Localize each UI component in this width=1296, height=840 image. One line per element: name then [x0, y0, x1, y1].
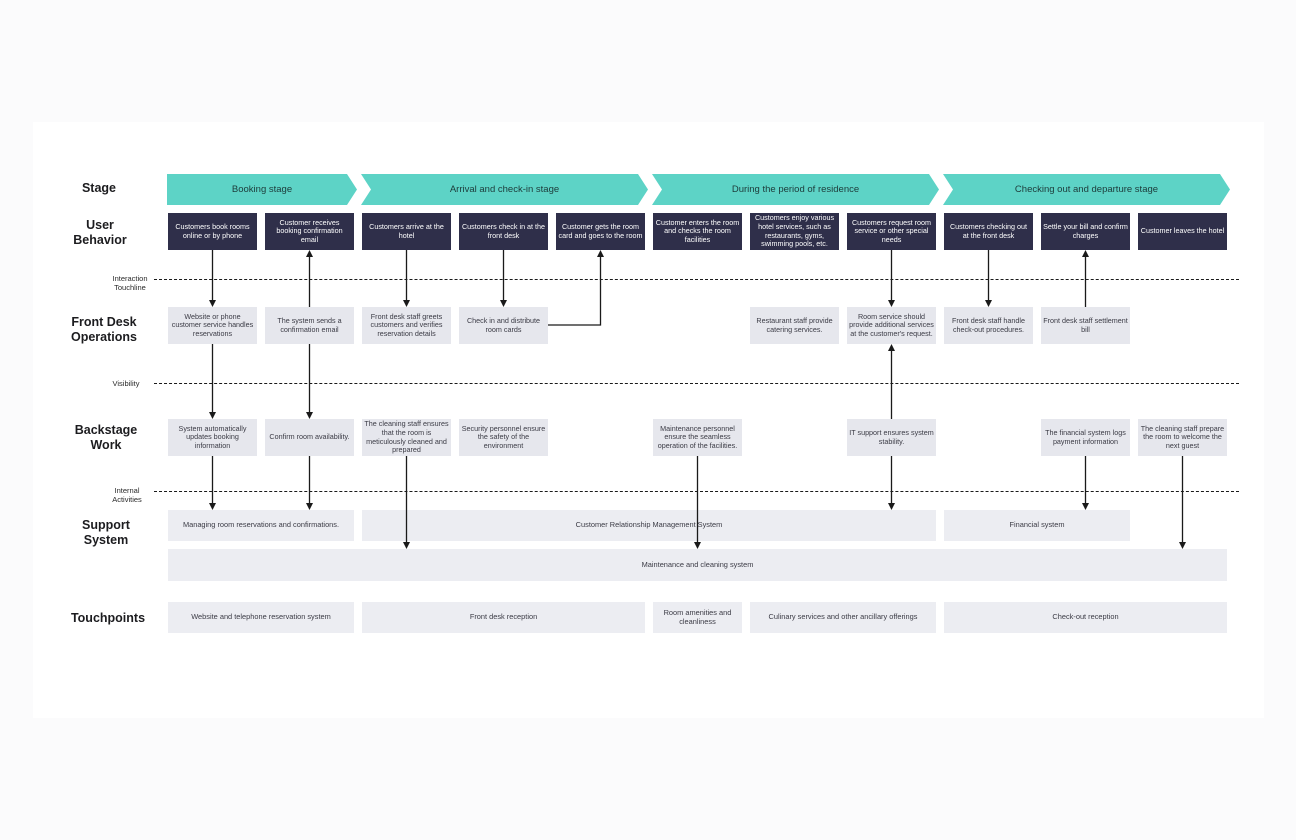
- line-label-text: Activities: [112, 495, 142, 504]
- front-desk-card: Restaurant staff provide catering servic…: [750, 307, 839, 344]
- row-label-line: System: [83, 533, 129, 547]
- row-label-support: Support System: [64, 518, 148, 548]
- line-label-text: Internal: [114, 486, 140, 495]
- row-label-backstage: Backstage Work: [64, 423, 148, 453]
- user-behavior-card: Customers request room service or other …: [847, 213, 936, 250]
- front-desk-card: Check in and distribute room cards: [459, 307, 548, 344]
- line-label-text: Touchline: [114, 283, 146, 292]
- front-desk-card: Room service should provide additional s…: [847, 307, 936, 344]
- row-label-line: Work: [90, 438, 122, 452]
- user-behavior-card: Customers enjoy various hotel services, …: [750, 213, 839, 250]
- row-label-user-behavior: User Behavior: [62, 218, 138, 248]
- row-label-front-desk: Front Desk Operations: [62, 315, 146, 345]
- stage-label: Arrival and check-in stage: [449, 184, 560, 195]
- touchpoint-card: Front desk reception: [362, 602, 645, 633]
- backstage-card: The cleaning staff ensures that the room…: [362, 419, 451, 456]
- front-desk-card: Front desk staff handle check-out proced…: [944, 307, 1033, 344]
- backstage-card: Confirm room availability.: [265, 419, 354, 456]
- stage-arrival: Arrival and check-in stage: [361, 174, 648, 205]
- chevron-shape: [167, 174, 357, 205]
- row-label-touchpoints: Touchpoints: [70, 611, 146, 625]
- user-behavior-card: Customers checking out at the front desk: [944, 213, 1033, 250]
- row-label-line: Operations: [71, 330, 137, 344]
- visibility-line: [154, 383, 1239, 384]
- chevron-shape: [943, 174, 1230, 205]
- arrow: [548, 250, 604, 326]
- backstage-card: Maintenance personnel ensure the seamles…: [653, 419, 742, 456]
- support-system-bar: Financial system: [944, 510, 1130, 541]
- user-behavior-card: Settle your bill and confirm charges: [1041, 213, 1130, 250]
- stage-label: During the period of residence: [731, 184, 860, 195]
- row-label-stage: Stage: [81, 181, 117, 195]
- user-behavior-card: Customers arrive at the hotel: [362, 213, 451, 250]
- support-system-bar: Customer Relationship Management System: [362, 510, 936, 541]
- front-desk-card: Front desk staff settlement bill: [1041, 307, 1130, 344]
- front-desk-card: Website or phone customer service handle…: [168, 307, 257, 344]
- user-behavior-card: Customer gets the room card and goes to …: [556, 213, 645, 250]
- backstage-card: The financial system logs payment inform…: [1041, 419, 1130, 456]
- user-behavior-card: Customers book rooms online or by phone: [168, 213, 257, 250]
- touchpoint-card: Room amenities and cleanliness: [653, 602, 742, 633]
- stage-label: Checking out and departure stage: [1014, 184, 1159, 195]
- internal-line: [154, 491, 1239, 492]
- interaction-line: [154, 279, 1239, 280]
- line-label-internal: Internal Activities: [97, 486, 157, 504]
- touchpoint-card: Website and telephone reservation system: [168, 602, 354, 633]
- front-desk-card: The system sends a confirmation email: [265, 307, 354, 344]
- support-system-bar: Managing room reservations and confirmat…: [168, 510, 354, 541]
- row-label-line: Support: [82, 518, 130, 532]
- backstage-card: Security personnel ensure the safety of …: [459, 419, 548, 456]
- line-label-interaction: Interaction Touchline: [100, 274, 160, 292]
- row-label-line: Backstage: [74, 423, 138, 437]
- user-behavior-card: Customers check in at the front desk: [459, 213, 548, 250]
- touchpoint-card: Culinary services and other ancillary of…: [750, 602, 936, 633]
- backstage-card: The cleaning staff prepare the room to w…: [1138, 419, 1227, 456]
- user-behavior-card: Customer leaves the hotel: [1138, 213, 1227, 250]
- row-label-line: Front Desk: [71, 315, 137, 329]
- stage-residence: During the period of residence: [652, 174, 939, 205]
- touchpoint-card: Check-out reception: [944, 602, 1227, 633]
- chevron-shape: [361, 174, 648, 205]
- chevron-shape: [652, 174, 939, 205]
- user-behavior-card: Customer receives booking confirmation e…: [265, 213, 354, 250]
- line-label-visibility: Visibility: [112, 379, 140, 388]
- stage-label: Booking stage: [231, 184, 293, 195]
- support-system-bar: Maintenance and cleaning system: [168, 549, 1227, 581]
- row-label-line: Behavior: [73, 233, 127, 247]
- stage-checkout: Checking out and departure stage: [943, 174, 1230, 205]
- user-behavior-card: Customer enters the room and checks the …: [653, 213, 742, 250]
- front-desk-card: Front desk staff greets customers and ve…: [362, 307, 451, 344]
- backstage-card: IT support ensures system stability.: [847, 419, 936, 456]
- line-label-text: Interaction: [112, 274, 148, 283]
- backstage-card: System automatically updates booking inf…: [168, 419, 257, 456]
- row-label-line: User: [86, 218, 114, 232]
- stage-booking: Booking stage: [167, 174, 357, 205]
